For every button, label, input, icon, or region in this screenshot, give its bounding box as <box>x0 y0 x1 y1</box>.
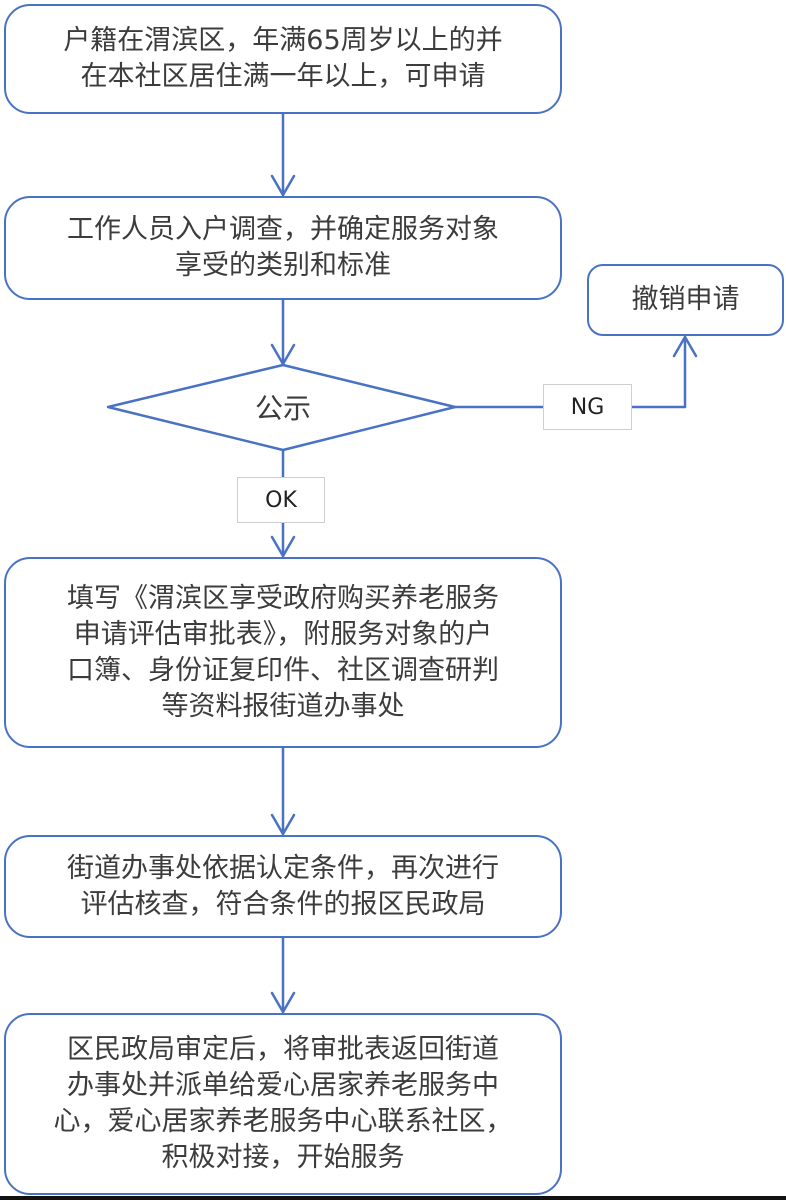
decision-publicity-text: 公示 <box>254 392 311 425</box>
edge-label-ok: OK <box>237 477 325 523</box>
node-street-review-text: 街道办事处依据认定条件，再次进行 评估核查，符合条件的报区民政局 <box>67 852 499 920</box>
arrow-ok-to-submit-form <box>270 448 296 558</box>
node-submit-form: 填写《渭滨区享受政府购买养老服务 申请评估审批表》，附服务对象的户 口簿、身份证… <box>4 557 562 748</box>
node-civil-affairs: 区民政局审定后，将审批表返回街道 办事处并派单给爱心居家养老服务中 心，爱心居家… <box>4 1013 562 1195</box>
node-withdraw-text: 撤销申请 <box>631 284 740 315</box>
node-street-review: 街道办事处依据认定条件，再次进行 评估核查，符合条件的报区民政局 <box>4 835 562 938</box>
node-eligibility: 户籍在渭滨区，年满65周岁以上的并 在本社区居住满一年以上，可申请 <box>4 4 562 114</box>
node-eligibility-text: 户籍在渭滨区，年满65周岁以上的并 在本社区居住满一年以上，可申请 <box>63 25 503 92</box>
node-civil-affairs-text: 区民政局审定后，将审批表返回街道 办事处并派单给爱心居家养老服务中 心，爱心居家… <box>53 1034 513 1173</box>
node-withdraw: 撤销申请 <box>587 264 784 336</box>
arrow-ng-to-withdraw <box>453 335 698 409</box>
edge-label-ng: NG <box>543 384 632 430</box>
bottom-border-line <box>0 1196 786 1200</box>
arrow-street-review-to-civil-affairs <box>270 936 296 1014</box>
node-submit-form-text: 填写《渭滨区享受政府购买养老服务 申请评估审批表》，附服务对象的户 口簿、身份证… <box>67 582 499 722</box>
arrow-home-visit-to-publicity <box>270 298 296 366</box>
arrow-eligibility-to-home-visit <box>270 112 296 197</box>
arrow-submit-form-to-street-review <box>270 746 296 836</box>
node-home-visit-text: 工作人员入户调查，并确定服务对象 享受的类别和标准 <box>67 214 499 281</box>
node-home-visit: 工作人员入户调查，并确定服务对象 享受的类别和标准 <box>4 196 562 300</box>
